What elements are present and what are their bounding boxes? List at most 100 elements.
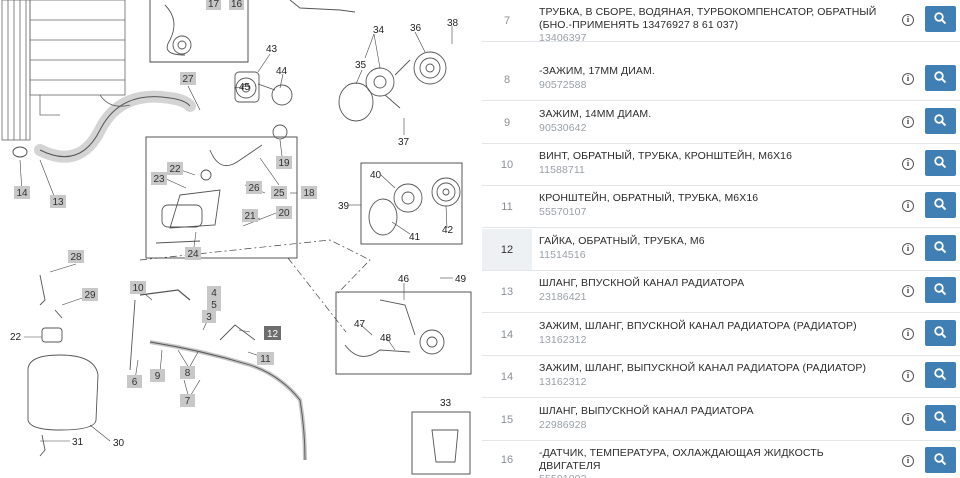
- callout-8[interactable]: 8: [180, 366, 195, 379]
- svg-text:14: 14: [16, 188, 28, 199]
- part-row[interactable]: 14 ЗАЖИМ, ШЛАНГ, ВПУСКНОЙ КАНАЛ РАДИАТОР…: [482, 314, 960, 356]
- callout-23[interactable]: 23: [151, 172, 167, 185]
- callout-27[interactable]: 27: [180, 72, 196, 85]
- part-number: 13162312: [539, 375, 587, 388]
- callout-11[interactable]: 11: [257, 352, 274, 365]
- callout-28[interactable]: 28: [68, 250, 84, 263]
- callout-20[interactable]: 20: [276, 206, 292, 219]
- svg-text:16: 16: [231, 0, 243, 10]
- search-button[interactable]: [925, 362, 956, 388]
- part-description: ТРУБКА, В СБОРЕ, ВОДЯНАЯ, ТУРБОКОМПЕНСАТ…: [539, 6, 877, 31]
- part-position: 15: [500, 413, 514, 426]
- callout-13[interactable]: 13: [50, 195, 66, 208]
- callout-32[interactable]: 22: [10, 332, 22, 343]
- callout-4[interactable]: 4: [207, 286, 221, 299]
- info-icon[interactable]: i: [902, 200, 914, 212]
- search-button[interactable]: [925, 6, 956, 32]
- callout-26[interactable]: 26: [246, 181, 262, 194]
- info-icon[interactable]: i: [902, 455, 914, 467]
- callout-33[interactable]: 33: [440, 398, 452, 409]
- callout-30[interactable]: 30: [113, 438, 125, 449]
- callout-42[interactable]: 42: [442, 225, 454, 236]
- callout-36[interactable]: 36: [410, 23, 422, 34]
- callout-29[interactable]: 29: [82, 288, 98, 301]
- part-row[interactable]: 10 ВИНТ, ОБРАТНЫЙ, ТРУБКА, КРОНШТЕЙН, M6…: [482, 144, 960, 186]
- callout-3[interactable]: 3: [202, 310, 216, 323]
- callout-24[interactable]: 24: [185, 247, 201, 260]
- svg-text:17: 17: [208, 0, 220, 10]
- part-row[interactable]: 7 ТРУБКА, В СБОРЕ, ВОДЯНАЯ, ТУРБОКОМПЕНС…: [482, 0, 960, 44]
- callout-49[interactable]: 49: [455, 274, 467, 285]
- search-icon: [934, 241, 947, 254]
- group-frame-bolt: [411, 411, 471, 475]
- search-button[interactable]: [925, 447, 956, 473]
- part-position: 11: [501, 200, 513, 213]
- callout-45[interactable]: 45: [239, 82, 251, 93]
- part-row[interactable]: 8 -ЗАЖИМ, 17ММ ДИАМ.90572588 i: [482, 59, 960, 101]
- search-button[interactable]: [925, 320, 956, 346]
- callout-5[interactable]: 5: [207, 298, 221, 311]
- callout-7[interactable]: 7: [180, 394, 195, 407]
- callout-35[interactable]: 35: [355, 60, 367, 71]
- callout-38[interactable]: 38: [447, 18, 459, 29]
- callout-31[interactable]: 31: [72, 437, 84, 448]
- callout-19[interactable]: 19: [276, 156, 292, 169]
- callout-9[interactable]: 9: [150, 369, 165, 382]
- part-number: 11514516: [539, 248, 586, 261]
- part-row[interactable]: 9 ЗАЖИМ, 14ММ ДИАМ.90530642 i: [482, 102, 960, 144]
- search-button[interactable]: [925, 192, 956, 218]
- callout-14[interactable]: 14: [14, 186, 30, 199]
- callout-18[interactable]: 18: [301, 186, 317, 199]
- search-button[interactable]: [925, 405, 956, 431]
- callout-46[interactable]: 46: [398, 274, 410, 285]
- search-button[interactable]: [925, 235, 956, 261]
- part-number: 23186421: [539, 290, 587, 303]
- svg-text:24: 24: [187, 249, 199, 260]
- callout-22[interactable]: 22: [167, 162, 183, 175]
- info-icon[interactable]: i: [902, 285, 914, 297]
- radiator-drawing: [1, 0, 131, 141]
- part-position: 14: [500, 328, 514, 341]
- info-icon[interactable]: i: [902, 243, 914, 255]
- callout-44[interactable]: 44: [276, 66, 288, 77]
- callout-48[interactable]: 48: [380, 333, 392, 344]
- callout-21[interactable]: 21: [242, 209, 258, 222]
- callout-47[interactable]: 47: [354, 319, 366, 330]
- callout-25[interactable]: 25: [271, 186, 287, 199]
- search-button[interactable]: [925, 277, 956, 303]
- part-row[interactable]: 16 -ДАТЧИК, ТЕМПЕРАТУРА, ОХЛАЖДАЮЩАЯ ЖИД…: [482, 441, 960, 478]
- search-icon: [934, 411, 947, 424]
- group-frame-coolant-tube: [145, 136, 298, 259]
- callout-40[interactable]: 40: [370, 170, 382, 181]
- search-icon: [934, 71, 947, 84]
- svg-text:8: 8: [185, 368, 191, 379]
- info-icon[interactable]: i: [902, 158, 914, 170]
- search-icon: [934, 326, 947, 339]
- callout-43[interactable]: 43: [266, 44, 278, 55]
- info-icon[interactable]: i: [902, 14, 914, 26]
- svg-text:26: 26: [248, 183, 260, 194]
- part-row[interactable]: 14 ЗАЖИМ, ШЛАНГ, ВЫПУСКНОЙ КАНАЛ РАДИАТО…: [482, 356, 960, 398]
- svg-text:19: 19: [278, 158, 290, 169]
- callout-37[interactable]: 37: [398, 137, 410, 148]
- callout-10[interactable]: 10: [130, 281, 146, 294]
- callout-34[interactable]: 34: [373, 25, 385, 36]
- callout-16[interactable]: 16: [229, 0, 244, 10]
- search-button[interactable]: [925, 65, 956, 91]
- search-button[interactable]: [925, 150, 956, 176]
- info-icon[interactable]: i: [902, 116, 914, 128]
- callout-6[interactable]: 6: [127, 375, 142, 388]
- search-button[interactable]: [925, 108, 956, 134]
- info-icon[interactable]: i: [902, 73, 914, 85]
- info-icon[interactable]: i: [902, 328, 914, 340]
- info-icon[interactable]: i: [902, 370, 914, 382]
- callout-12-highlighted[interactable]: 12: [264, 326, 281, 340]
- info-icon[interactable]: i: [902, 413, 914, 425]
- callout-39[interactable]: 39: [338, 201, 350, 212]
- callout-41[interactable]: 41: [409, 232, 421, 243]
- callout-17[interactable]: 17: [206, 0, 221, 10]
